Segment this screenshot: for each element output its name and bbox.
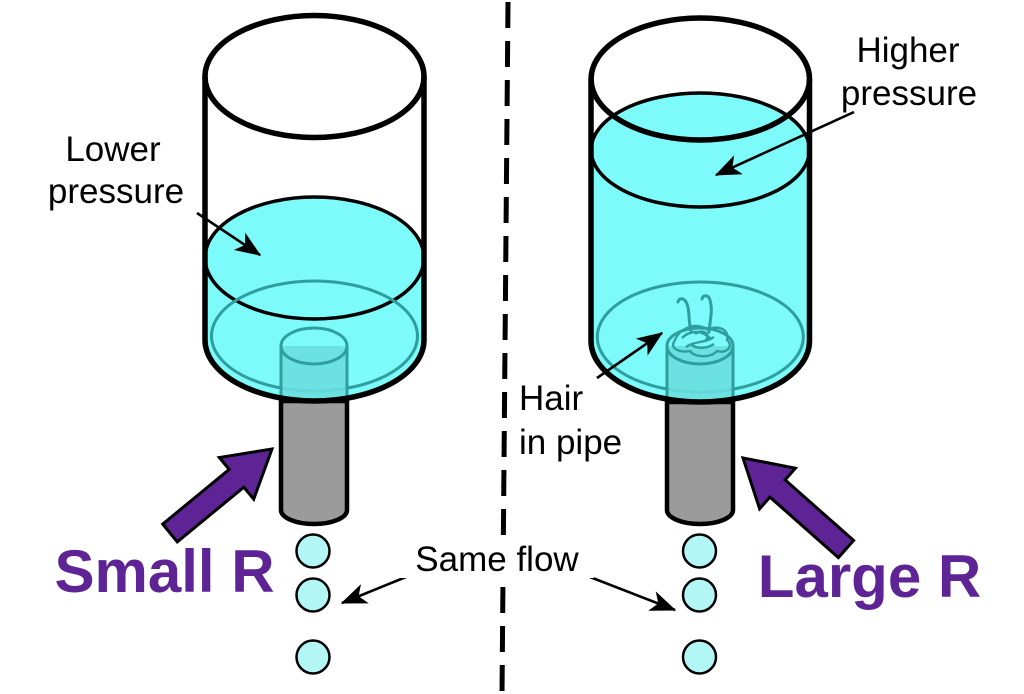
left-inner-pipe-body [281,346,347,402]
same-flow-label-backing [400,541,594,578]
water-drop [681,533,718,569]
lower-pressure-arrow-icon [196,211,262,257]
water-drop [295,577,331,613]
water-drop [681,577,718,613]
hair-in-pipe-arrow-icon [596,331,664,380]
left-drops [295,533,331,675]
large-r-arrow-icon [740,456,856,560]
left-container-outline [202,12,427,404]
hair-strand [676,297,693,333]
label-higher-pressure-line1: Higher [856,31,959,70]
higher-pressure-arrow-icon [714,110,855,177]
right-container-rim [588,15,813,143]
right-drops [681,533,718,675]
left-cylinder-assembly [202,12,427,675]
left-container-bottom [202,339,427,404]
divider-dashed-line [499,1,511,694]
right-water-surface [589,91,812,209]
hair-tangle [671,324,731,358]
right-container-bottom [588,340,813,405]
label-lower-pressure-line1: Lower [65,130,161,169]
left-outlet-pipe [278,398,350,527]
right-inner-pipe-opening [665,326,735,366]
water-drop [295,639,331,675]
label-large-r: Large R [758,543,981,610]
label-small-r: Small R [54,538,274,605]
water-drop [681,639,718,675]
label-higher-pressure-line2: pressure [841,74,977,113]
small-r-arrow-icon [160,447,275,545]
left-container-rim [202,12,427,141]
right-inner-pipe [665,294,735,403]
label-hair-line2: in pipe [519,423,622,462]
label-same-flow: Same flow [415,540,579,579]
right-inner-pipe-body [667,346,733,403]
hair-strand [700,294,713,334]
same-flow-left-arrow-icon [340,575,407,605]
right-container-outline [588,15,813,405]
water-drop [295,533,331,569]
right-outlet-pipe [664,399,736,527]
leader-arrows [196,110,855,612]
same-flow-right-arrow-icon [589,575,677,612]
left-inner-pipe [279,326,349,402]
left-inner-pipe-opening [279,326,349,366]
label-hair-line1: Hair [519,379,584,418]
hair-clog-icon [671,294,731,358]
label-lower-pressure-line2: pressure [48,172,184,211]
